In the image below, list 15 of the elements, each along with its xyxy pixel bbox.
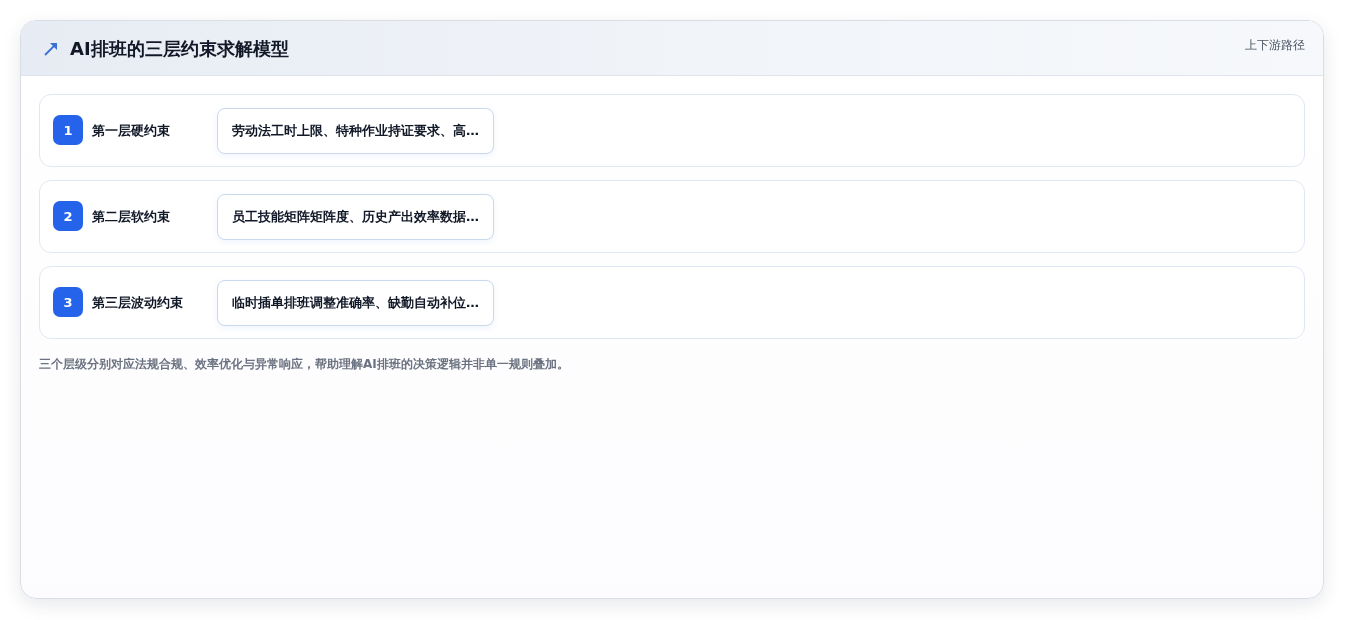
- footnote-text: 三个层级分别对应法规合规、效率优化与异常响应，帮助理解AI排班的决策逻辑并非单一规则叠加。: [39, 356, 569, 372]
- constraint-detail-box: 临时插单排班调整准确率、缺勤自动补位…: [217, 280, 494, 326]
- layer-title: 第三层波动约束: [92, 294, 183, 311]
- constraint-row: [39, 266, 1305, 339]
- layer-title: 第二层软约束: [92, 208, 170, 225]
- diagram-title: AI排班的三层约束求解模型: [70, 37, 289, 61]
- step-number-badge: 1: [53, 115, 83, 145]
- step-number-badge: 3: [53, 287, 83, 317]
- step-number-badge: 2: [53, 201, 83, 231]
- header-note: 上下游路径: [1245, 37, 1305, 53]
- constraint-row: [39, 94, 1305, 167]
- constraint-detail-box: 员工技能矩阵矩阵度、历史产出效率数据…: [217, 194, 494, 240]
- constraint-detail-box: 劳动法工时上限、特种作业持证要求、高…: [217, 108, 494, 154]
- constraint-row: [39, 180, 1305, 253]
- layer-title: 第一层硬约束: [92, 122, 170, 139]
